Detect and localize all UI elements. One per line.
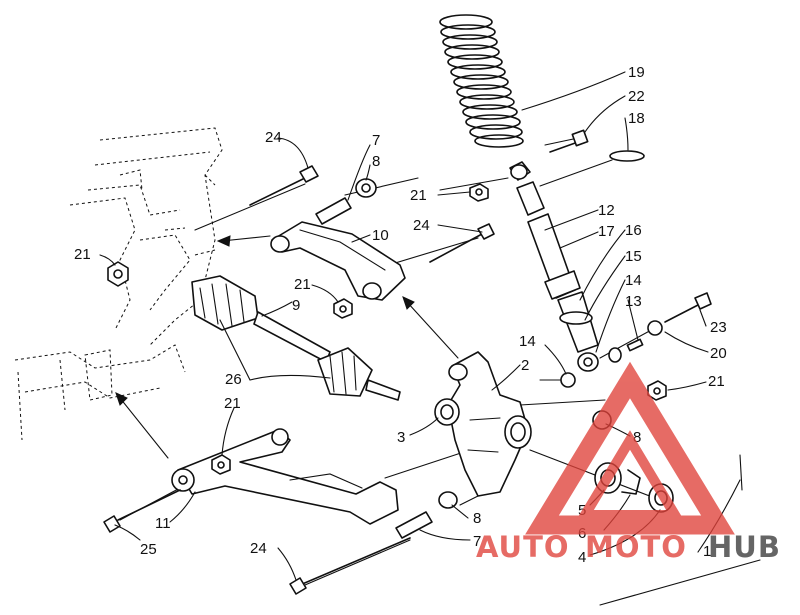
callout-3: 3: [397, 429, 405, 446]
washer-right: [608, 347, 622, 363]
callout-12: 12: [598, 202, 615, 219]
watermark-word-auto: AUTO: [476, 530, 570, 564]
callout-1: 1: [703, 543, 711, 560]
upper-shock-bolt: [549, 129, 589, 153]
callout-7-top: 7: [372, 132, 380, 149]
callout-24-mid: 24: [413, 217, 430, 234]
lower-arm-bolt: [103, 489, 181, 533]
callout-21-lower: 21: [224, 395, 241, 412]
frame-long-bolt-top: [249, 165, 319, 206]
lower-shock-bolt: [664, 292, 712, 323]
frame-nut-left: [107, 261, 129, 287]
callout-21-mid: 21: [294, 276, 311, 293]
callout-21-left: 21: [74, 246, 91, 263]
circlip: [621, 469, 641, 495]
callout-labels: 24 7 8 21 10 24 21 21 9 26 3 2 14 19 22 …: [74, 64, 727, 566]
spring-seat: [609, 150, 645, 162]
callout-19: 19: [628, 64, 645, 81]
callout-16: 16: [625, 222, 642, 239]
callout-11: 11: [155, 515, 171, 532]
frame-long-bolt-bottom: [289, 537, 411, 595]
upper-bushing-set: [315, 178, 377, 225]
callout-9: 9: [292, 297, 300, 314]
hub-carrier: [447, 351, 532, 497]
callout-15: 15: [625, 248, 642, 265]
callout-8-right: 8: [633, 429, 641, 446]
callout-13: 13: [625, 293, 642, 310]
lower-bushing: [438, 491, 458, 509]
shock-absorber: [509, 161, 599, 372]
lower-control-arm: [171, 428, 399, 525]
callout-leaders: [99, 71, 761, 606]
callout-20: 20: [710, 345, 727, 362]
washer-outer: [647, 320, 663, 336]
callout-24-top: 24: [265, 129, 282, 146]
watermark-word-moto: MOTO: [585, 530, 687, 564]
watermark-triangle-inner: [576, 430, 684, 520]
callout-26: 26: [225, 371, 242, 388]
assembly-arrows: [115, 235, 459, 459]
lower-arm-nut: [211, 454, 231, 475]
washer-left: [560, 372, 576, 388]
callout-17: 17: [598, 223, 615, 240]
frame-long-bolt-mid: [429, 223, 495, 263]
seal-ring: [434, 398, 460, 426]
upper-shock-nut: [469, 183, 489, 202]
callout-23: 23: [710, 319, 727, 336]
arm-nut-mid: [333, 298, 353, 319]
watermark-triangle: [525, 361, 735, 535]
callout-10: 10: [372, 227, 389, 244]
callout-8-lower: 8: [473, 510, 481, 527]
drive-shaft-cv-joint: [191, 275, 401, 401]
callout-8-top: 8: [372, 153, 380, 170]
coil-spring: [439, 14, 524, 148]
callout-2: 2: [521, 357, 529, 374]
callout-22: 22: [628, 88, 645, 105]
knuckle-nut-right: [647, 380, 667, 401]
spacer-pin: [626, 338, 644, 352]
upper-control-arm: [270, 221, 406, 301]
callout-25: 25: [140, 541, 157, 558]
chassis-frame-outline: [14, 127, 223, 441]
automotohub-watermark: AUTO MOTO HUB: [476, 361, 781, 564]
callout-24-bottom: 24: [250, 540, 267, 557]
callout-7-lower: 7: [473, 533, 481, 550]
callout-21-upper: 21: [410, 187, 427, 204]
watermark-word-hub: HUB: [708, 530, 781, 564]
callout-4: 4: [578, 549, 586, 566]
callout-14-left: 14: [519, 333, 536, 350]
lower-bushing-sleeve: [395, 511, 433, 539]
callout-18: 18: [628, 110, 645, 127]
callout-21-right: 21: [708, 373, 725, 390]
callout-14-right: 14: [625, 272, 642, 289]
